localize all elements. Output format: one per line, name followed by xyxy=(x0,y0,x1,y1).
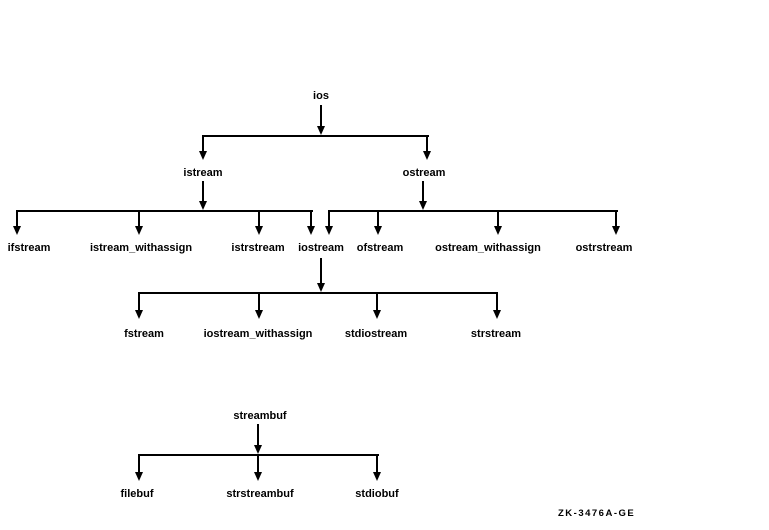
node-stdiobuf: stdiobuf xyxy=(355,488,399,500)
node-iostream: iostream xyxy=(298,242,344,254)
arrow-down-icon xyxy=(255,310,263,319)
node-istream-withassign: istream_withassign xyxy=(89,242,193,254)
node-strstreambuf: strstreambuf xyxy=(226,488,294,500)
connector-vline xyxy=(422,181,424,203)
connector-vline xyxy=(202,135,204,152)
arrow-down-icon xyxy=(199,201,207,210)
connector-vline xyxy=(138,210,140,227)
arrow-down-icon xyxy=(13,226,21,235)
figure-caption: ZK-3476A-GE xyxy=(558,508,636,519)
arrow-down-icon xyxy=(419,201,427,210)
arrow-down-icon xyxy=(135,310,143,319)
connector-vline xyxy=(497,210,499,227)
connector-hline xyxy=(17,210,313,212)
connector-hline xyxy=(203,135,429,137)
arrow-down-icon xyxy=(307,226,315,235)
node-fstream: fstream xyxy=(124,328,164,340)
node-ostrstream: ostrstream xyxy=(575,242,633,254)
arrow-down-icon xyxy=(373,310,381,319)
connector-vline xyxy=(310,210,312,227)
arrow-down-icon xyxy=(374,226,382,235)
arrow-down-icon xyxy=(325,226,333,235)
node-ostream: ostream xyxy=(402,167,446,179)
arrow-down-icon xyxy=(255,226,263,235)
node-strstream: strstream xyxy=(470,328,522,340)
arrow-down-icon xyxy=(612,226,620,235)
node-stdiostream: stdiostream xyxy=(344,328,408,340)
arrow-down-icon xyxy=(254,445,262,454)
node-ostream-withassign: ostream_withassign xyxy=(435,242,541,254)
node-istream: istream xyxy=(183,167,223,179)
connector-vline xyxy=(320,258,322,284)
connector-vline xyxy=(138,454,140,473)
connector-vline xyxy=(258,292,260,311)
connector-vline xyxy=(257,424,259,446)
node-ofstream: ofstream xyxy=(356,242,404,254)
arrow-down-icon xyxy=(423,151,431,160)
connector-vline xyxy=(258,210,260,227)
node-ifstream: ifstream xyxy=(7,242,51,254)
arrow-down-icon xyxy=(317,283,325,292)
node-istrstream: istrstream xyxy=(231,242,285,254)
connector-hline xyxy=(138,292,498,294)
arrow-down-icon xyxy=(254,472,262,481)
connector-vline xyxy=(377,210,379,227)
arrow-down-icon xyxy=(199,151,207,160)
arrow-down-icon xyxy=(317,126,325,135)
arrow-down-icon xyxy=(373,472,381,481)
node-iostream-withassign: iostream_withassign xyxy=(203,328,313,340)
connector-vline xyxy=(16,210,18,227)
connector-vline xyxy=(376,454,378,473)
connector-vline xyxy=(376,292,378,311)
connector-vline xyxy=(615,210,617,227)
connector-vline xyxy=(328,210,330,227)
connector-vline xyxy=(202,181,204,203)
connector-hline xyxy=(329,210,618,212)
arrow-down-icon xyxy=(135,226,143,235)
node-ios: ios xyxy=(313,90,329,102)
node-streambuf: streambuf xyxy=(233,410,287,422)
connector-vline xyxy=(257,454,259,473)
connector-vline xyxy=(426,135,428,152)
arrow-down-icon xyxy=(493,310,501,319)
arrow-down-icon xyxy=(135,472,143,481)
connector-vline xyxy=(320,105,322,127)
connector-vline xyxy=(496,292,498,311)
node-filebuf: filebuf xyxy=(120,488,154,500)
connector-vline xyxy=(138,292,140,311)
arrow-down-icon xyxy=(494,226,502,235)
